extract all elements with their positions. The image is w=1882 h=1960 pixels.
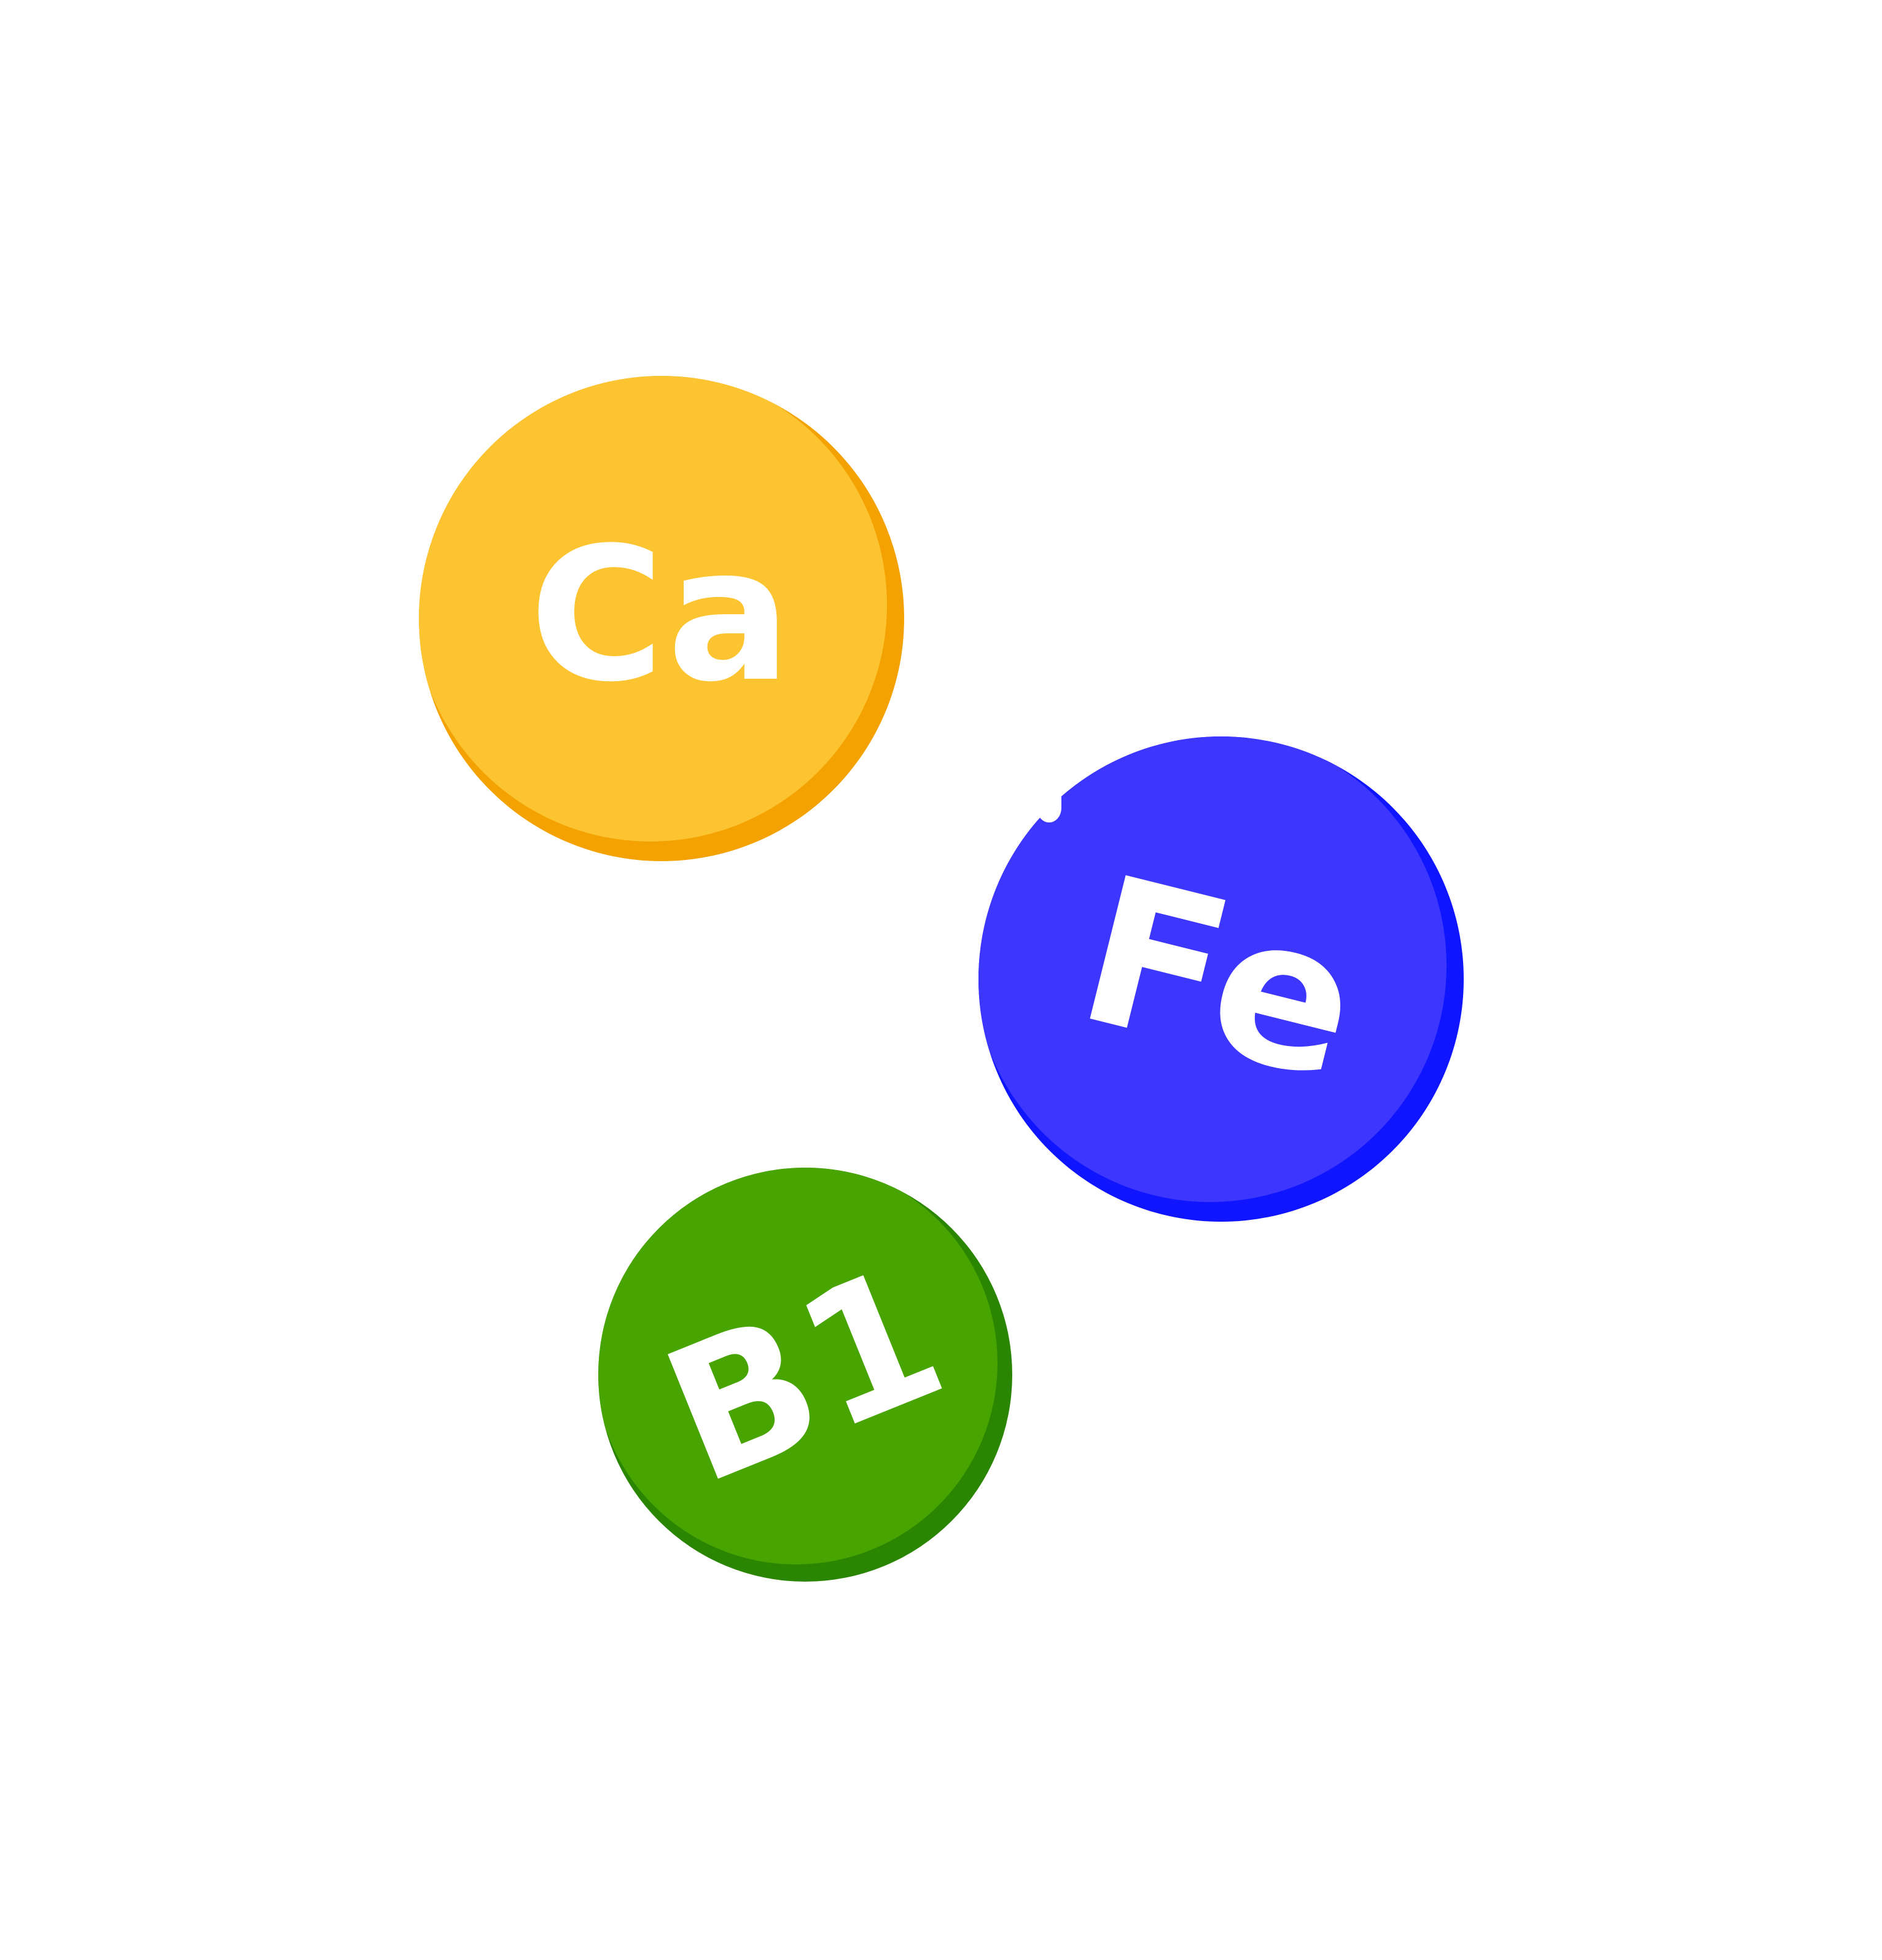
white-dot-decoration <box>1037 783 1061 822</box>
vitamin-b1-badge-label: B1 <box>638 1224 972 1526</box>
calcium-badge-face <box>419 376 887 841</box>
calcium-badge-label: Ca <box>529 507 794 722</box>
vitamin-b1-badge-face <box>598 1168 998 1564</box>
vitamin-b1-badge: B1 <box>598 1168 1012 1582</box>
calcium-badge: Ca <box>419 376 904 861</box>
